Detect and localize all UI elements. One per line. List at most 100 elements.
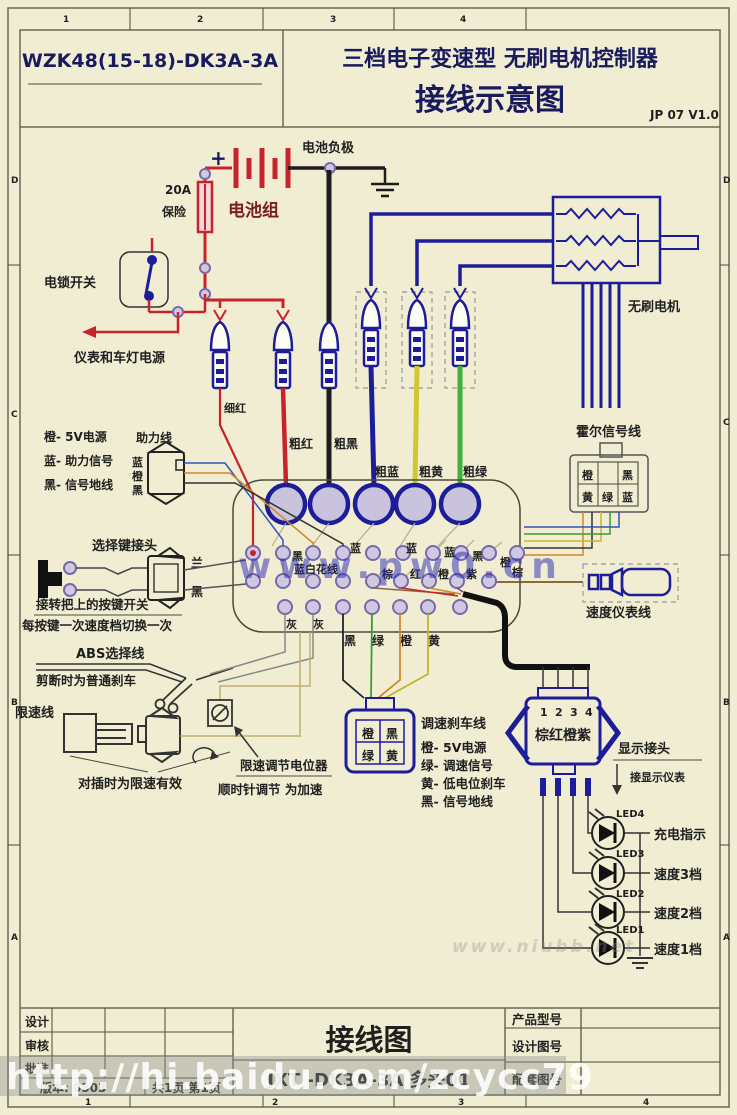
row-letter-a-right: A bbox=[723, 933, 730, 943]
brake-legend-3: 黑- 信号地线 bbox=[421, 794, 494, 809]
controller: 黑 蓝 蓝 蓝 黑 橙 蓝白花线 棕 红 橙 紫 灰 灰 黑 绿 橙 黄 bbox=[232, 479, 525, 648]
motor-label: 无刷电机 bbox=[627, 299, 680, 315]
title-block: 设计 审核 批准 版本: 0503 共1页 第1页 接线图 JXT -DK3A-… bbox=[20, 1007, 720, 1095]
display-pin-1: 1 bbox=[540, 706, 548, 719]
tick-bottom-4: 4 bbox=[643, 1098, 649, 1108]
row-letter-c-left: C bbox=[11, 410, 18, 420]
battery-pack-label: 电池组 bbox=[228, 200, 279, 221]
potentiometer bbox=[207, 699, 233, 727]
battery-plus: + bbox=[210, 146, 227, 170]
hall-pin-black: 黑 bbox=[622, 469, 633, 482]
selectkey-pin-blue: 兰 bbox=[191, 555, 203, 570]
hall-pin-yellow: 黄 bbox=[582, 490, 593, 504]
brake-pin-green: 绿 bbox=[362, 748, 375, 763]
brake-pin-yellow: 黄 bbox=[386, 748, 398, 763]
tb-version: 版本: 0503 bbox=[40, 1080, 106, 1095]
display-pin-3: 3 bbox=[570, 706, 578, 719]
assist-pin-orange: 橙 bbox=[132, 469, 144, 483]
assist-pin-blue: 蓝 bbox=[132, 455, 143, 469]
led3-id: LED3 bbox=[616, 849, 645, 860]
row-letter-d-left: D bbox=[11, 176, 18, 186]
row-letter-d-right: D bbox=[723, 176, 730, 186]
lock-switch-label: 电锁开关 bbox=[44, 275, 96, 291]
row1-label-orange: 橙 bbox=[500, 555, 512, 569]
led2-id: LED2 bbox=[616, 889, 645, 900]
bottom-label-black: 黑 bbox=[344, 634, 356, 648]
bottom-label-orange: 橙 bbox=[400, 633, 413, 648]
row1-label-blue3: 蓝 bbox=[444, 545, 455, 559]
ground-symbol bbox=[371, 168, 399, 198]
hall-connector: 霍尔信号线 橙 黑 黄 绿 蓝 bbox=[524, 283, 649, 556]
revision: JP 07 V1.0 bbox=[649, 108, 719, 122]
fuse: 20A 保险 bbox=[161, 168, 214, 300]
brake-pin-black: 黑 bbox=[386, 727, 398, 741]
row1-label-blue1: 蓝 bbox=[350, 541, 361, 555]
tb-model: JXT -DK3A-3A 多头01 bbox=[265, 1069, 470, 1091]
instrument-power-label: 仪表和车灯电源 bbox=[73, 350, 165, 366]
limit-label: 限速线 bbox=[15, 705, 54, 721]
led2-label: 速度2档 bbox=[654, 906, 702, 922]
selectkey-title: 选择键接头 bbox=[92, 538, 157, 554]
scissors-icon bbox=[154, 677, 193, 714]
watermark-band bbox=[0, 1056, 566, 1096]
motor-phase-wires bbox=[369, 212, 553, 286]
tick-top-1: 1 bbox=[63, 15, 69, 25]
controller-big-terminals bbox=[264, 482, 482, 526]
row1-label-black: 黑 bbox=[292, 550, 303, 563]
speed-limit: 限速线 对插时为限速有效 限速调节电位器 顺时针调节 为加速 bbox=[15, 632, 332, 797]
assist-label: 助力线 bbox=[136, 430, 172, 445]
selectkey-note1: 接转把上的按键开关 bbox=[36, 597, 149, 612]
bottom-label-green: 绿 bbox=[372, 633, 385, 648]
model-number: WZK48(15-18)-DK3A-3A bbox=[22, 50, 278, 72]
tb-approve: 批准 bbox=[25, 1061, 49, 1076]
motor: 无刷电机 bbox=[551, 195, 699, 315]
row2-label-brown: 棕 bbox=[381, 567, 393, 581]
abs-note: 剪断时为普通刹车 bbox=[36, 673, 137, 688]
tb-design: 设计 bbox=[25, 1014, 49, 1029]
hall-pin-blue: 蓝 bbox=[622, 490, 633, 504]
display-title: 显示接头 bbox=[618, 741, 670, 757]
row1-label-blue2: 蓝 bbox=[406, 541, 417, 555]
led1-label: 速度1档 bbox=[654, 942, 702, 958]
wire-thick-green-label: 粗绿 bbox=[463, 464, 488, 479]
wire-thick-yellow-label: 粗黄 bbox=[419, 464, 443, 479]
brake-legend-1: 绿- 调速信号 bbox=[421, 758, 493, 773]
hall-pin-green: 绿 bbox=[602, 490, 614, 504]
row-letter-b-right: B bbox=[723, 698, 730, 708]
abs-label: ABS选择线 bbox=[76, 646, 144, 662]
led-indicators: LED4 LED3 LED2 LED1 充电指示 速度3档 速度2档 速度1档 bbox=[542, 796, 706, 969]
led4-label: 充电指示 bbox=[654, 827, 706, 843]
watermark-center: www.pw0.cn bbox=[238, 546, 564, 587]
legend-black-ground: 黑- 信号地线 bbox=[44, 477, 113, 492]
brake-title: 调速刹车线 bbox=[421, 716, 486, 732]
row-letter-a-left: A bbox=[11, 933, 18, 943]
hall-wire-label: 霍尔信号线 bbox=[576, 424, 641, 440]
wire-thick-black-label: 粗黑 bbox=[334, 436, 358, 451]
brake-connector: 橙 黑 绿 黄 调速刹车线 橙- 5V电源 绿- 调速信号 黄- 低电位刹车 黑… bbox=[342, 613, 506, 809]
pot-label: 限速调节电位器 bbox=[240, 758, 328, 773]
brake-legend-2: 黄- 低电位刹车 bbox=[421, 776, 506, 791]
led1-id: LED1 bbox=[616, 925, 645, 936]
hall-pin-orange: 橙 bbox=[582, 468, 594, 482]
watermark-faint: www.niubb.net bbox=[452, 937, 636, 957]
brake-pin-orange: 橙 bbox=[362, 726, 375, 741]
battery-negative-label: 电池负极 bbox=[302, 140, 355, 156]
display-connector-label: 棕红橙紫 bbox=[534, 727, 591, 744]
row-letter-b-left: B bbox=[11, 698, 18, 708]
row2-label-purple: 紫 bbox=[466, 567, 477, 581]
row1-label-black2: 黑 bbox=[472, 550, 483, 563]
selectkey-note2: 每按键一次速度档切换一次 bbox=[22, 618, 173, 633]
abs-wire: ABS选择线 剪断时为普通刹车 bbox=[36, 614, 314, 714]
speedmeter-label: 速度仪表线 bbox=[586, 605, 651, 621]
gray-label-1: 灰 bbox=[286, 617, 297, 631]
bluewhite-wire-label: 蓝白花线 bbox=[294, 562, 338, 576]
watermark-bottom: http://hi.baidu.com/zcycc79 bbox=[6, 1057, 594, 1098]
fuse-label: 保险 bbox=[161, 204, 187, 219]
bullet-connectors bbox=[205, 170, 476, 390]
wire-thick-red-label: 粗红 bbox=[289, 436, 313, 451]
gray-label-2: 灰 bbox=[313, 617, 324, 631]
title-line2: 接线示意图 bbox=[415, 83, 565, 118]
display-note: 接显示仪表 bbox=[630, 770, 686, 784]
wires-to-controller: 细红 粗红 粗黑 粗蓝 粗黄 粗绿 bbox=[218, 365, 488, 547]
tick-bottom-3: 3 bbox=[458, 1098, 464, 1108]
